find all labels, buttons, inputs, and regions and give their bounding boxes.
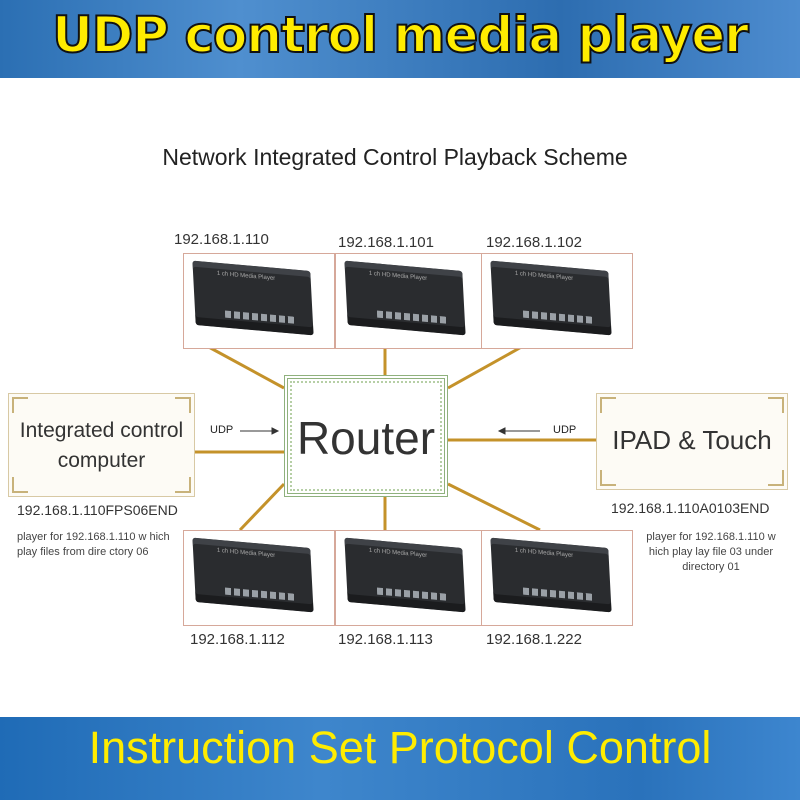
device-label: 1 ch HD Media Player — [514, 270, 574, 282]
connector-line — [204, 343, 285, 390]
device-ip: 192.168.1.102 — [486, 234, 582, 251]
udp-arrowhead-left — [271, 427, 280, 435]
left-node-frame: Integrated control computer — [8, 393, 195, 497]
media-player-device: 1 ch HD Media Player — [481, 253, 633, 349]
router-node: Router — [284, 375, 448, 497]
header-title: UDP control media player — [51, 5, 750, 65]
diagram-subtitle: Network Integrated Control Playback Sche… — [162, 144, 628, 170]
header-banner — [0, 0, 800, 78]
device-ports — [522, 310, 594, 324]
device-label: 1 ch HD Media Player — [368, 547, 428, 559]
frame-corner — [768, 470, 784, 486]
right-node-command: 192.168.1.110A0103END — [611, 500, 770, 516]
device-ports — [376, 310, 448, 324]
right-node-frame: IPAD & Touch — [596, 393, 788, 490]
frame-corner — [12, 397, 28, 413]
device-ip: 192.168.1.113 — [338, 631, 433, 648]
router-label: Router — [296, 412, 436, 464]
udp-label-left: UDP — [210, 424, 234, 436]
media-player-device: 1 ch HD Media Player — [481, 530, 633, 626]
device-ports — [224, 310, 296, 324]
frame-corner — [768, 397, 784, 413]
frame-corner — [600, 470, 616, 486]
connector-line — [447, 482, 541, 532]
connector-line — [447, 343, 526, 390]
device-ports — [522, 587, 594, 601]
right-node-note: player for 192.168.1.110 w hich play lay… — [646, 531, 776, 573]
left-node-note: player for 192.168.1.110 w hich play fil… — [17, 531, 170, 558]
media-player-image: 1 ch HD Media Player — [344, 260, 466, 336]
frame-corner — [600, 397, 616, 413]
device-label: 1 ch HD Media Player — [368, 270, 428, 282]
device-ip: 192.168.1.112 — [190, 631, 285, 648]
footer-banner — [0, 717, 800, 800]
right-node-label: IPAD & Touch — [612, 425, 772, 455]
left-node-command: 192.168.1.110FPS06END — [17, 502, 178, 518]
footer-title: Instruction Set Protocol Control — [88, 722, 712, 773]
device-ip: 192.168.1.222 — [486, 631, 582, 648]
device-ports — [376, 587, 448, 601]
frame-corner — [12, 477, 28, 493]
device-ip: 192.168.1.110 — [174, 231, 269, 248]
udp-label-right: UDP — [553, 424, 577, 436]
udp-arrowhead-right — [497, 427, 506, 435]
media-player-device: 1 ch HD Media Player — [335, 253, 487, 349]
left-node-label: Integrated control computer — [19, 419, 184, 472]
device-label: 1 ch HD Media Player — [216, 547, 276, 559]
media-player-image: 1 ch HD Media Player — [344, 537, 466, 613]
connector-line — [238, 482, 286, 532]
device-label: 1 ch HD Media Player — [216, 270, 276, 282]
frame-corner — [175, 397, 191, 413]
media-player-image: 1 ch HD Media Player — [192, 260, 314, 336]
media-player-device: 1 ch HD Media Player — [183, 530, 335, 626]
media-player-image: 1 ch HD Media Player — [490, 260, 612, 336]
media-player-device: 1 ch HD Media Player — [335, 530, 487, 626]
media-player-image: 1 ch HD Media Player — [192, 537, 314, 613]
device-ports — [224, 587, 296, 601]
frame-corner — [175, 477, 191, 493]
device-label: 1 ch HD Media Player — [514, 547, 574, 559]
device-ip: 192.168.1.101 — [338, 234, 434, 251]
media-player-device: 1 ch HD Media Player — [183, 253, 335, 349]
media-player-image: 1 ch HD Media Player — [490, 537, 612, 613]
